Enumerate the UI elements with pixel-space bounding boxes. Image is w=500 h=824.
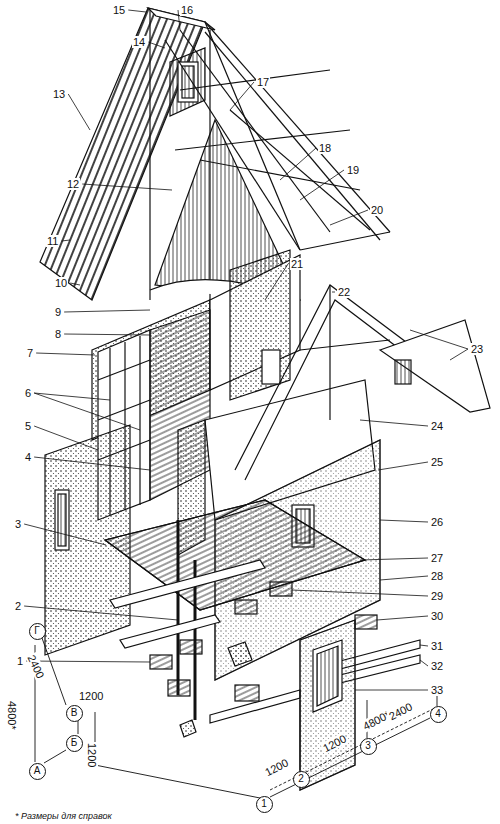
axis-marker: 3 — [360, 738, 377, 755]
dimension: 1200 — [86, 742, 98, 768]
callout-number: 7 — [26, 347, 34, 359]
leader-line — [230, 82, 254, 110]
callout-number: 22 — [337, 286, 351, 298]
leader-line — [34, 457, 150, 470]
leader-line — [34, 393, 110, 400]
leader-line — [355, 690, 428, 691]
callout-number: 25 — [430, 456, 444, 468]
leader-line — [34, 426, 98, 450]
leader-line — [64, 310, 150, 312]
leader-line — [70, 283, 80, 285]
callout-number: 29 — [430, 590, 444, 602]
axis-marker: В — [66, 705, 83, 722]
leader-line — [128, 10, 146, 12]
dimension: 4800* — [6, 700, 18, 731]
callout-number: 3 — [14, 518, 22, 530]
callout-number: 12 — [66, 178, 80, 190]
leader-line — [265, 264, 288, 300]
leader-line — [26, 661, 150, 662]
leader-line — [61, 240, 70, 241]
axis-label: 3 — [365, 741, 371, 751]
axis-label: Б — [71, 738, 78, 748]
callout-number: 28 — [430, 570, 444, 582]
callout-number: 6 — [24, 387, 32, 399]
callout-number: 11 — [46, 235, 59, 247]
callout-number: 17 — [256, 76, 270, 88]
leader-line — [68, 94, 90, 130]
leader-line — [330, 210, 368, 225]
axis-label: Г — [34, 626, 39, 636]
axis-label: 1 — [261, 799, 267, 809]
callout-number: 14 — [132, 36, 146, 48]
callout-number: 16 — [180, 4, 194, 16]
leader-line — [34, 393, 140, 430]
callout-number: 8 — [54, 328, 62, 340]
callout-number: 5 — [24, 420, 32, 432]
callout-number: 30 — [430, 610, 444, 622]
callout-number: 19 — [346, 164, 360, 176]
callout-number: 26 — [430, 516, 444, 528]
leader-line — [380, 576, 428, 580]
axis-label: 4 — [435, 709, 441, 719]
callout-number: 32 — [430, 660, 444, 672]
callout-number: 18 — [318, 142, 332, 154]
dimension: 1200 — [78, 690, 104, 702]
leader-line — [300, 170, 344, 200]
footnote: * Размеры для справок — [14, 810, 113, 822]
leader-line — [450, 349, 468, 360]
leader-line — [280, 148, 316, 180]
callout-number: 2 — [14, 600, 22, 612]
leader-line — [36, 353, 95, 355]
leader-line — [332, 292, 335, 293]
leader-line — [148, 42, 165, 48]
callout-number: 4 — [24, 451, 32, 463]
axis-marker: 1 — [256, 796, 273, 813]
leader-line — [360, 558, 428, 560]
axis-marker: Б — [66, 735, 83, 752]
callout-number: 10 — [54, 277, 68, 289]
leader-line — [64, 334, 150, 335]
callout-number: 9 — [54, 306, 62, 318]
leader-line — [410, 330, 468, 349]
callout-number: 21 — [290, 258, 304, 270]
leader-line — [380, 520, 428, 522]
callout-number: 1 — [16, 655, 24, 667]
callout-number: 31 — [430, 640, 444, 652]
leader-line — [377, 616, 428, 620]
leader-line — [378, 462, 428, 470]
axis-label: В — [71, 708, 78, 718]
axis-label: А — [34, 766, 41, 776]
callout-number: 27 — [430, 552, 444, 564]
callout-number: 33 — [430, 684, 444, 696]
leader-line — [420, 645, 428, 646]
dimension: 1200 — [262, 756, 291, 779]
callout-number: 24 — [430, 420, 444, 432]
leader-line — [420, 660, 428, 666]
axis-marker: А — [29, 763, 46, 780]
axis-marker: 2 — [293, 771, 310, 788]
leader-line — [24, 524, 106, 545]
dimension: 2400 — [25, 652, 47, 681]
dimension: 2400 — [386, 700, 415, 723]
axis-marker: 4 — [430, 706, 447, 723]
callout-number: 23 — [470, 343, 484, 355]
callout-number: 20 — [370, 204, 384, 216]
axis-marker: Г — [29, 623, 46, 640]
leader-line — [82, 184, 172, 190]
callout-number: 15 — [112, 4, 126, 16]
leader-line — [24, 606, 178, 620]
callout-number: 13 — [52, 88, 66, 100]
leader-line — [360, 420, 428, 426]
leader-line — [292, 590, 428, 596]
axis-label: 2 — [298, 774, 304, 784]
